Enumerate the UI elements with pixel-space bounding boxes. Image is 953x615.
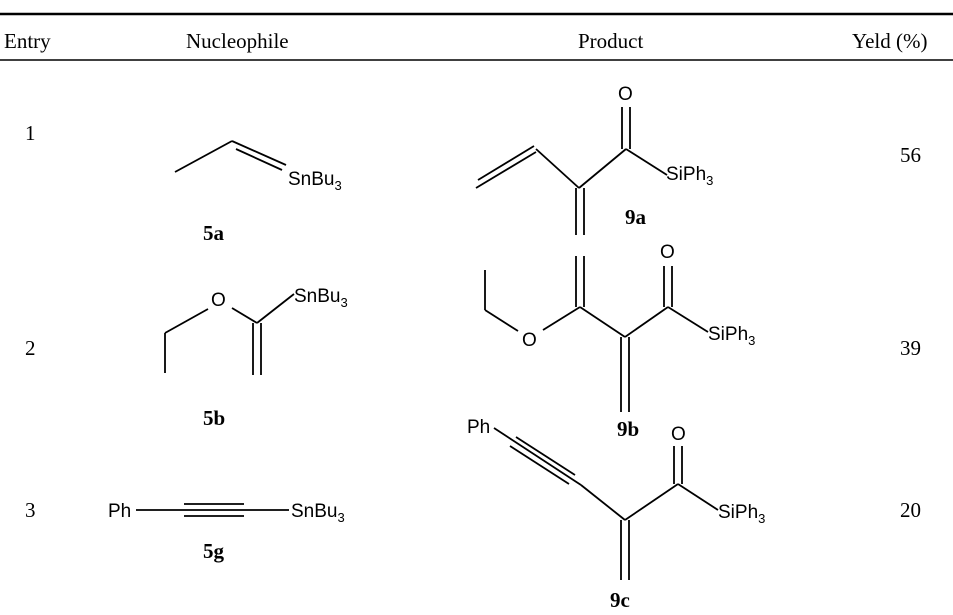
nucleophile-label: 5b — [203, 406, 225, 430]
nucleophile-structure: SnBu3 — [174, 140, 342, 193]
product-group: SiPh — [708, 324, 748, 345]
nucleophile-group-subscript: 3 — [334, 178, 341, 193]
entry-number: 2 — [25, 336, 36, 360]
nucleophile-label: 5a — [203, 221, 225, 245]
product-label: 9b — [617, 417, 639, 441]
product-structure: O O SiPh3 — [484, 242, 755, 412]
phenyl-group: Ph — [108, 501, 131, 522]
svg-text:SnBu3: SnBu3 — [288, 169, 342, 193]
yield-value: 56 — [900, 143, 921, 167]
product-label: 9a — [625, 205, 647, 229]
product-group-subscript: 3 — [748, 333, 755, 348]
nucleophile-structure: O SnBu3 — [164, 286, 348, 375]
product-structure: Ph O SiPh3 — [467, 417, 765, 580]
header-product: Product — [578, 29, 643, 53]
yield-value: 39 — [900, 336, 921, 360]
svg-text:SiPh3: SiPh3 — [666, 164, 713, 188]
product-group: SiPh — [718, 502, 758, 523]
product-group-subscript: 3 — [758, 511, 765, 526]
product-group-subscript: 3 — [706, 173, 713, 188]
nucleophile-structure: Ph SnBu3 — [108, 501, 345, 525]
header-entry: Entry — [4, 29, 51, 53]
yield-value: 20 — [900, 498, 921, 522]
nucleophile-group: SnBu — [291, 501, 337, 522]
nucleophile-group-subscript: 3 — [340, 295, 347, 310]
product-group: SiPh — [666, 164, 706, 185]
nucleophile-group: SnBu — [294, 286, 340, 307]
carbonyl-oxygen: O — [618, 84, 633, 105]
nucleophile-group-subscript: 3 — [337, 510, 344, 525]
entry-number: 1 — [25, 121, 36, 145]
header-yield: Yeld (%) — [852, 29, 927, 53]
svg-text:SiPh3: SiPh3 — [708, 324, 755, 348]
table-row: 1 SnBu3 5a O SiPh3 9a — [25, 84, 921, 245]
nucleophile-label: 5g — [203, 539, 225, 563]
svg-text:SnBu3: SnBu3 — [294, 286, 348, 310]
nucleophile-group: SnBu — [288, 169, 334, 190]
carbonyl-oxygen: O — [671, 424, 686, 445]
table-header: Entry Nucleophile Product Yeld (%) — [4, 29, 927, 53]
phenyl-group: Ph — [467, 417, 490, 438]
ether-oxygen: O — [211, 290, 226, 311]
header-nucleophile: Nucleophile — [186, 29, 289, 53]
entry-number: 3 — [25, 498, 36, 522]
table-row: 2 O SnBu3 5b — [25, 242, 921, 441]
carbonyl-oxygen: O — [660, 242, 675, 263]
product-label: 9c — [610, 588, 630, 612]
product-structure: O SiPh3 — [475, 84, 713, 235]
ether-oxygen: O — [522, 330, 537, 351]
svg-text:SiPh3: SiPh3 — [718, 502, 765, 526]
table-row: 3 Ph SnBu3 5g Ph O SiPh — [25, 417, 921, 612]
svg-text:SnBu3: SnBu3 — [291, 501, 345, 525]
